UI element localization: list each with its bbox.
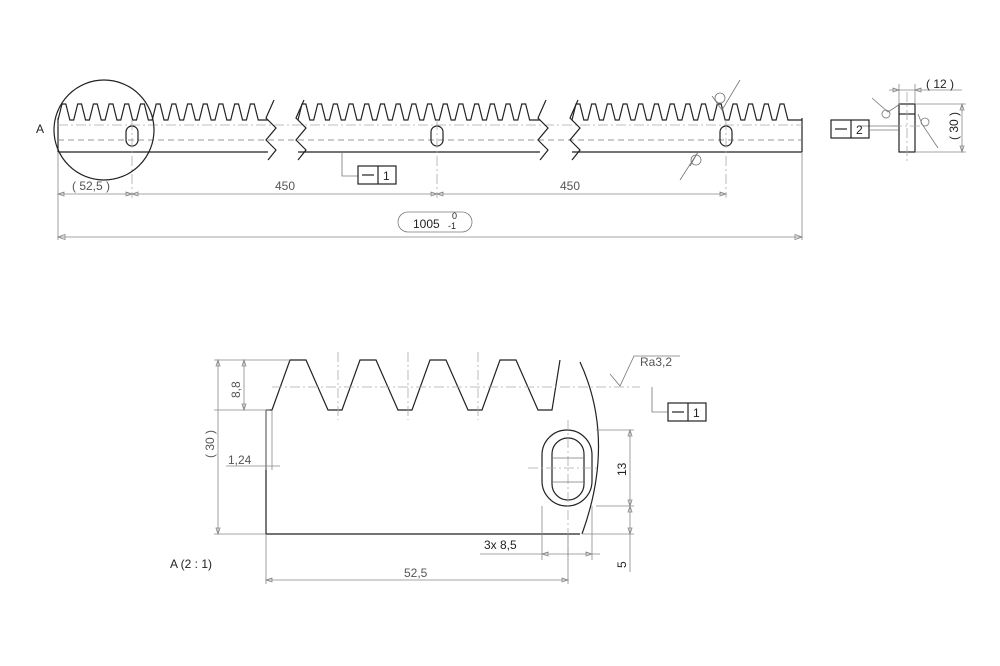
break-symbol [537, 99, 549, 161]
detail-circle [53, 79, 155, 181]
dim-offset-detail: 1,24 [228, 453, 252, 467]
roughness-symbol [871, 97, 901, 113]
dim-thickness: ( 12 ) [926, 77, 954, 91]
dim-pitch-1: 450 [275, 179, 295, 193]
leader-line [651, 387, 668, 413]
dim-tol-lower: -1 [448, 221, 456, 231]
roughness-symbol [609, 355, 680, 387]
top-dimensions: ( 52,5 ) 450 450 1005 0 -1 [56, 152, 804, 241]
flatness-frame-2 [830, 119, 870, 139]
dim-detail-height: ( 30 ) [203, 430, 217, 458]
detail-break-arc [579, 361, 600, 535]
detail-view-a: 8,8 ( 30 ) 1,24 52,5 3x 8,5 13 5 Ra3,2 [170, 352, 707, 584]
roughness-symbol-circle [690, 154, 702, 166]
break-symbol [295, 99, 307, 161]
break-symbol [569, 99, 581, 161]
leader-line [341, 152, 358, 177]
flatness-value-2: 2 [856, 123, 863, 137]
dim-hole-spec: 3x 8,5 [484, 538, 517, 552]
rack-teeth-outline [57, 103, 802, 121]
dim-height-side: ( 30 ) [947, 112, 961, 140]
dim-slot-length: 13 [615, 462, 629, 476]
total-length-frame [397, 211, 473, 233]
dim-edge: 5 [615, 561, 629, 568]
dim-offset: ( 52,5 ) [72, 179, 110, 193]
detail-view-label: A (2 : 1) [170, 557, 212, 571]
dim-detail-distance: 52,5 [404, 566, 428, 580]
roughness-symbol [917, 113, 939, 149]
detail-ref-label: A [36, 122, 44, 136]
detail-teeth-outline [266, 359, 561, 411]
rack-top-view: A 1 [36, 79, 803, 198]
roughness-symbol [679, 151, 699, 181]
flatness-value-3: 1 [693, 406, 700, 420]
dim-tooth-height: 8,8 [229, 381, 243, 398]
roughness-value: Ra3,2 [640, 355, 672, 369]
dim-total: 1005 [413, 217, 440, 231]
roughness-symbol-circle [714, 92, 726, 104]
flatness-value: 1 [383, 169, 390, 183]
dim-tol-upper: 0 [452, 211, 457, 221]
flatness-frame-3 [667, 402, 707, 422]
break-symbol [265, 99, 277, 161]
dim-pitch-2: 450 [560, 179, 580, 193]
rack-side-view: 2 ( 12 ) ( 30 ) [830, 77, 966, 162]
flatness-frame [357, 165, 397, 185]
